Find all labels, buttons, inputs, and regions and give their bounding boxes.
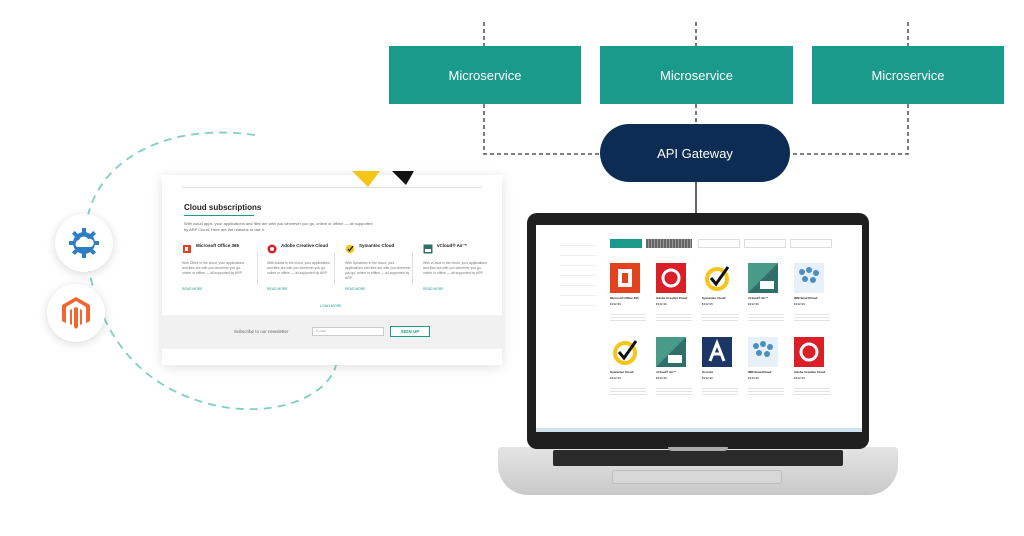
product-name: IBM SmartCloud [748, 370, 772, 374]
load-more-link[interactable]: LOAD MORE [320, 304, 342, 308]
product-desc: With Office in the cloud, your applicati… [182, 261, 245, 275]
email-field[interactable]: E-mail [312, 327, 384, 336]
microservice-box-2: Microservice [600, 46, 793, 104]
product-desc: With Adobe in the cloud, your applicatio… [267, 261, 330, 275]
product-name: Acronis [702, 370, 714, 374]
vmware-icon [656, 337, 686, 367]
product-price: €232.99 [748, 376, 759, 380]
divider [257, 253, 258, 285]
product-price: €232.99 [702, 302, 713, 306]
microservice-box-1: Microservice [389, 46, 581, 104]
product-desc [610, 313, 646, 323]
product-price: €232.99 [656, 302, 667, 306]
office-icon [610, 263, 640, 293]
product-name: Adobe Creative Cloud [794, 370, 826, 374]
sidebar-line [560, 265, 596, 266]
product-desc [794, 313, 830, 323]
product-desc [702, 387, 738, 397]
newsletter-bar: Subscribe to our newsletter E-mail SIGN … [162, 315, 502, 349]
sidebar-line [560, 255, 596, 256]
microservice-box-3: Microservice [812, 46, 1004, 104]
office-icon [183, 245, 191, 253]
card-intro: With cloud apps, your applications and f… [184, 221, 373, 232]
product-desc [702, 313, 738, 323]
laptop-screen: Microsoft Office 365 Adobe Creative Clou… [536, 225, 862, 432]
signup-button[interactable]: SIGN UP [390, 326, 430, 337]
divider [334, 253, 335, 285]
vmware-icon [748, 263, 778, 293]
product-desc: With Symantec in the cloud, your applica… [345, 261, 411, 280]
product-desc [794, 387, 830, 397]
decorative-shapes [352, 171, 414, 187]
product-name: Adobe Creative Cloud [656, 296, 688, 300]
sidebar-line [560, 275, 596, 276]
product-desc [656, 313, 692, 323]
adobe-icon [267, 244, 277, 254]
read-more-link[interactable]: READ MORE [345, 287, 366, 291]
product-name: vCloud® Air™ [656, 370, 677, 374]
screen-footer [536, 428, 862, 432]
product-name: vCloud® Air™ [748, 296, 769, 300]
laptop-trackpad [612, 470, 782, 484]
ibm-smartcloud-icon [794, 263, 824, 293]
product-price: €232.99 [610, 376, 621, 380]
laptop-keyboard [553, 450, 843, 466]
product-name: Microsoft Office 365 [610, 296, 639, 300]
read-more-link[interactable]: READ MORE [423, 287, 444, 291]
filter-tab[interactable] [790, 239, 832, 248]
product-desc: With vCloud in the cloud, your applicati… [423, 261, 487, 275]
product-price: €232.99 [702, 376, 713, 380]
microservice-label: Microservice [660, 67, 733, 83]
read-more-link[interactable]: READ MORE [182, 287, 203, 291]
product-price: €232.99 [656, 376, 667, 380]
adobe-cc-icon [656, 263, 686, 293]
sidebar-line [560, 285, 596, 286]
cloud-subscriptions-card: Cloud subscriptions With cloud apps, you… [162, 171, 502, 365]
microservice-label: Microservice [871, 67, 945, 83]
read-more-link[interactable]: READ MORE [267, 287, 288, 291]
newsletter-label: Subscribe to our newsletter [234, 329, 289, 334]
product-name: Symantec Cloud [359, 243, 395, 248]
divider [412, 253, 413, 285]
cloud-gear-icon [55, 214, 113, 272]
product-desc [610, 387, 646, 397]
filter-tab-image[interactable] [646, 239, 692, 248]
product-name: IBM SmartCloud [794, 296, 818, 300]
product-price: €232.99 [610, 302, 621, 306]
product-price: €232.99 [748, 302, 759, 306]
microservice-label: Microservice [448, 67, 522, 83]
divider [182, 187, 482, 188]
adobe-cc-icon [794, 337, 824, 367]
api-gateway-label: API Gateway [657, 145, 733, 161]
product-price: €232.99 [794, 302, 805, 306]
product-name: Symantec Cloud [702, 296, 726, 300]
laptop-hinge [668, 447, 728, 451]
title-underline [184, 215, 254, 216]
filter-tab[interactable] [698, 239, 740, 248]
product-price: €232.99 [794, 376, 805, 380]
filter-tab-active[interactable] [610, 239, 642, 248]
product-name: Symantec Cloud [610, 370, 634, 374]
product-desc [748, 387, 784, 397]
product-name: Adobe Creative Cloud [281, 243, 329, 248]
product-name: Microsoft Office 365 [196, 243, 240, 248]
card-title: Cloud subscriptions [184, 203, 262, 212]
ibm-smartcloud-icon [748, 337, 778, 367]
product-name: vCloud® Air™ [437, 243, 468, 248]
sidebar-line [560, 295, 596, 296]
filter-tab[interactable] [744, 239, 786, 248]
sidebar-line [560, 305, 596, 306]
sidebar-line [560, 245, 596, 246]
symantec-icon [705, 266, 730, 291]
symantec-icon [613, 340, 638, 365]
acronis-icon [702, 337, 732, 367]
product-desc [656, 387, 692, 397]
api-gateway: API Gateway [600, 124, 790, 182]
vmware-icon [423, 244, 433, 254]
product-desc [748, 313, 784, 323]
magento-icon [47, 284, 105, 342]
symantec-icon [345, 244, 355, 254]
